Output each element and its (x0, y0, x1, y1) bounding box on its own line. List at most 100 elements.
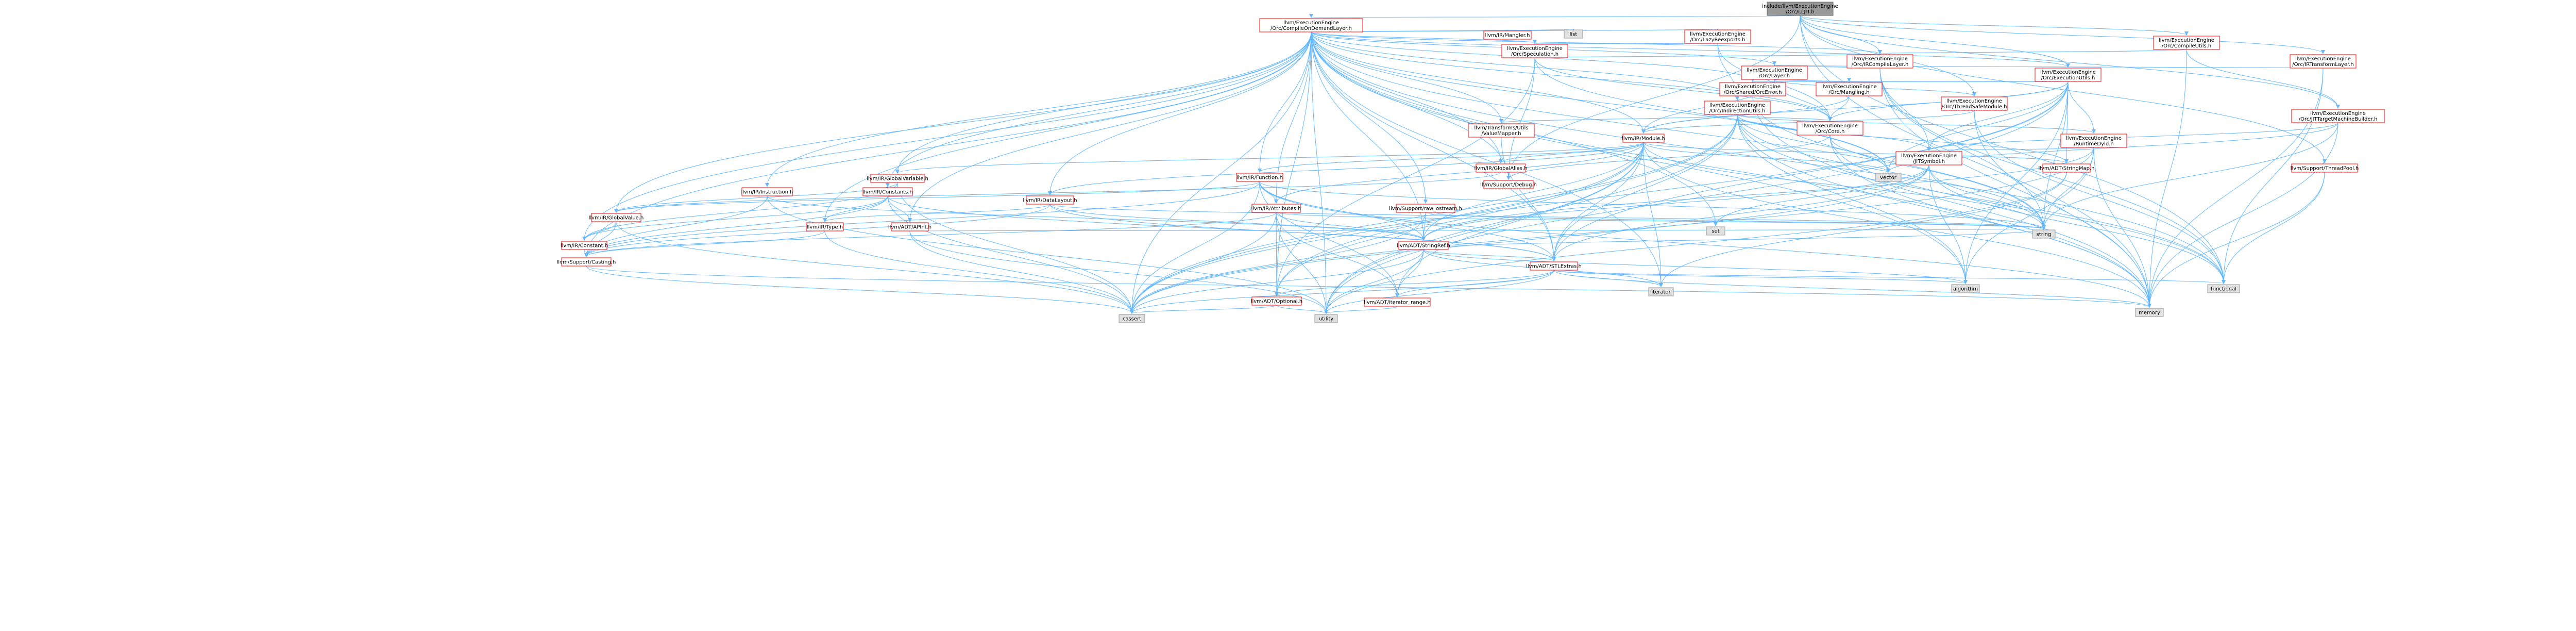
node-consts[interactable]: llvm/IR/Constants.h (862, 187, 913, 196)
node-label: llvm/IR/GlobalVariable.h (867, 176, 928, 182)
edge-module-to-optional (1275, 142, 1644, 296)
node-module[interactable]: llvm/IR/Module.h (1622, 134, 1665, 143)
node-func[interactable]: llvm/IR/Function.h (1236, 173, 1283, 182)
node-box (1875, 173, 1902, 182)
node-layer[interactable]: llvm/ExecutionEngine/Orc/Layer.h (1741, 65, 1808, 80)
edge-indir-to-utility (1324, 114, 1738, 314)
edge-jitsym-to-string (1928, 164, 2046, 229)
node-box (1704, 101, 1771, 115)
node-strmap[interactable]: llvm/ADT/StringMap.h (2038, 163, 2095, 173)
edge-cod-to-func (1258, 31, 1312, 173)
node-label: /Orc/Layer.h (1759, 73, 1790, 79)
node-label: llvm/ADT/STLExtras.h (1526, 264, 1582, 270)
dependency-edges (582, 13, 2340, 314)
node-galias[interactable]: llvm/IR/GlobalAlias.h (1474, 163, 1528, 173)
node-gval[interactable]: llvm/IR/GlobalValue.h (589, 213, 644, 222)
edge-consts-to-type (823, 195, 888, 222)
dependency-nodes: include/llvm/ExecutionEngine/Orc/LLJIT.h… (557, 2, 2385, 323)
node-box (2135, 308, 2164, 317)
node-mangler[interactable]: llvm/IR/Mangler.h (1483, 30, 1532, 40)
node-constant[interactable]: llvm/IR/Constant.h (561, 241, 608, 250)
node-spec[interactable]: llvm/ExecutionEngine/Orc/Speculation.h (1501, 44, 1568, 58)
edge-rdyld-to-cassert (1130, 147, 2094, 314)
edge-casting-to-cassert (586, 265, 1134, 314)
edge-stlext-to-cassert (1130, 270, 1554, 314)
node-vmapper[interactable]: llvm/Transforms/Utils/ValueMapper.h (1468, 123, 1535, 138)
edge-irt-to-memory (2147, 68, 2324, 308)
edge-lljit-to-memory (1800, 15, 2151, 308)
node-cu[interactable]: llvm/ExecutionEngine/Orc/CompileUtils.h (2153, 36, 2220, 50)
node-sorc[interactable]: llvm/ExecutionEngine/Orc/Shared/OrcError… (1719, 82, 1786, 96)
edge-cu-to-irc (1878, 49, 2187, 54)
node-label: memory (2139, 310, 2160, 316)
edge-cod-to-vector (1311, 31, 1890, 173)
node-rdyld[interactable]: llvm/ExecutionEngine/RuntimeDyld.h (2060, 134, 2127, 148)
node-box (1259, 18, 1363, 32)
node-sdebug[interactable]: llvm/Support/Debug.h (1480, 180, 1537, 189)
edge-indir-to-stlext (1552, 114, 1738, 261)
edge-core-to-vector (1829, 135, 1890, 173)
node-dlayout[interactable]: llvm/IR/DataLayout.h (1023, 195, 1077, 205)
node-box (1118, 314, 1145, 323)
node-mangling[interactable]: llvm/ExecutionEngine/Orc/Mangling.h (1816, 82, 1883, 96)
node-itrange[interactable]: llvm/ADT/iterator_range.h (1364, 297, 1431, 307)
node-instr[interactable]: llvm/IR/Instruction.h (741, 187, 793, 196)
node-jtmb[interactable]: llvm/ExecutionEngine/Orc/JITTargetMachin… (2291, 109, 2385, 123)
edge-func-to-memory (1259, 181, 2151, 308)
edge-cod-to-spec (1311, 31, 1537, 44)
node-optional[interactable]: llvm/ADT/Optional.h (1251, 296, 1302, 306)
node-strref[interactable]: llvm/ADT/StringRef.h (1397, 241, 1450, 250)
edge-cod-to-irc (1311, 31, 1882, 54)
node-eu[interactable]: llvm/ExecutionEngine/Orc/ExecutionUtils.… (2035, 68, 2102, 82)
node-jitsym[interactable]: llvm/ExecutionEngine/JITSymbol.h (1895, 151, 1962, 165)
node-box (1468, 123, 1535, 138)
node-label: /Orc/IndirectionUtils.h (1709, 108, 1766, 114)
edge-galias-to-gval (614, 172, 1501, 213)
node-gvar[interactable]: llvm/IR/GlobalVariable.h (867, 174, 928, 183)
node-label: llvm/ExecutionEngine (1725, 84, 1781, 90)
node-indir[interactable]: llvm/ExecutionEngine/Orc/IndirectionUtil… (1704, 101, 1771, 115)
node-irc[interactable]: llvm/ExecutionEngine/Orc/IRCompileLayer.… (1846, 54, 1913, 69)
node-cassert: cassert (1118, 314, 1145, 323)
node-irt[interactable]: llvm/ExecutionEngine/Orc/IRTransformLaye… (2290, 54, 2357, 69)
node-box (1846, 54, 1913, 69)
node-label: llvm/Support/Debug.h (1480, 182, 1537, 188)
node-lr[interactable]: llvm/ExecutionEngine/Orc/LazyReexports.h (1684, 29, 1751, 44)
node-list: list (1564, 29, 1583, 39)
node-label: /Orc/Speculation.h (1511, 52, 1558, 57)
node-casting[interactable]: llvm/Support/Casting.h (557, 257, 616, 267)
node-label: llvm/IR/Instruction.h (741, 190, 793, 195)
node-box (1622, 134, 1665, 143)
edge-rawos-to-strref (1421, 212, 1426, 241)
node-rawos[interactable]: llvm/Support/raw_ostream.h (1389, 204, 1462, 213)
edge-stlext-to-iterator (1553, 270, 1663, 287)
node-label: /Orc/CompileUtils.h (2162, 43, 2211, 49)
node-lljit[interactable]: include/llvm/ExecutionEngine/Orc/LLJIT.h (1762, 2, 1838, 16)
node-core[interactable]: llvm/ExecutionEngine/Orc/Core.h (1797, 121, 1863, 136)
node-tsm[interactable]: llvm/ExecutionEngine/Orc/ThreadSafeModul… (1941, 96, 2008, 111)
node-stlext[interactable]: llvm/ADT/STLExtras.h (1526, 261, 1582, 271)
node-tp[interactable]: llvm/Support/ThreadPool.h (2291, 163, 2359, 173)
node-label: llvm/ExecutionEngine (1946, 98, 2002, 104)
edge-spec-to-vector (1534, 57, 1890, 173)
edge-cod-to-dlayout (1048, 31, 1312, 195)
node-box (1398, 241, 1449, 250)
edge-type-to-cassert (824, 230, 1134, 314)
node-label: llvm/IR/Constants.h (862, 190, 913, 195)
edge-stlext-to-optional (1275, 270, 1554, 296)
edge-lljit-to-jtmb (1800, 15, 2340, 109)
node-label: string (2037, 232, 2052, 238)
node-label: list (1570, 32, 1578, 38)
edge-lljit-to-irt (1800, 15, 2325, 54)
node-label: llvm/ADT/Optional.h (1251, 299, 1302, 305)
node-type[interactable]: llvm/IR/Type.h (806, 222, 844, 231)
edge-lljit-to-sdebug (1506, 15, 1801, 180)
node-attrs[interactable]: llvm/IR/Attributes.h (1251, 204, 1301, 213)
node-box (1941, 96, 2008, 111)
edge-module-to-utility (1324, 142, 1644, 314)
edge-attrs-to-string (1276, 212, 2046, 229)
edge-jitsym-to-set (1714, 164, 1929, 226)
node-apint[interactable]: llvm/ADT/APInt.h (888, 222, 931, 231)
node-cod[interactable]: llvm/ExecutionEngine/Orc/CompileOnDemand… (1259, 18, 1363, 32)
edge-apint-to-cassert (909, 230, 1134, 314)
